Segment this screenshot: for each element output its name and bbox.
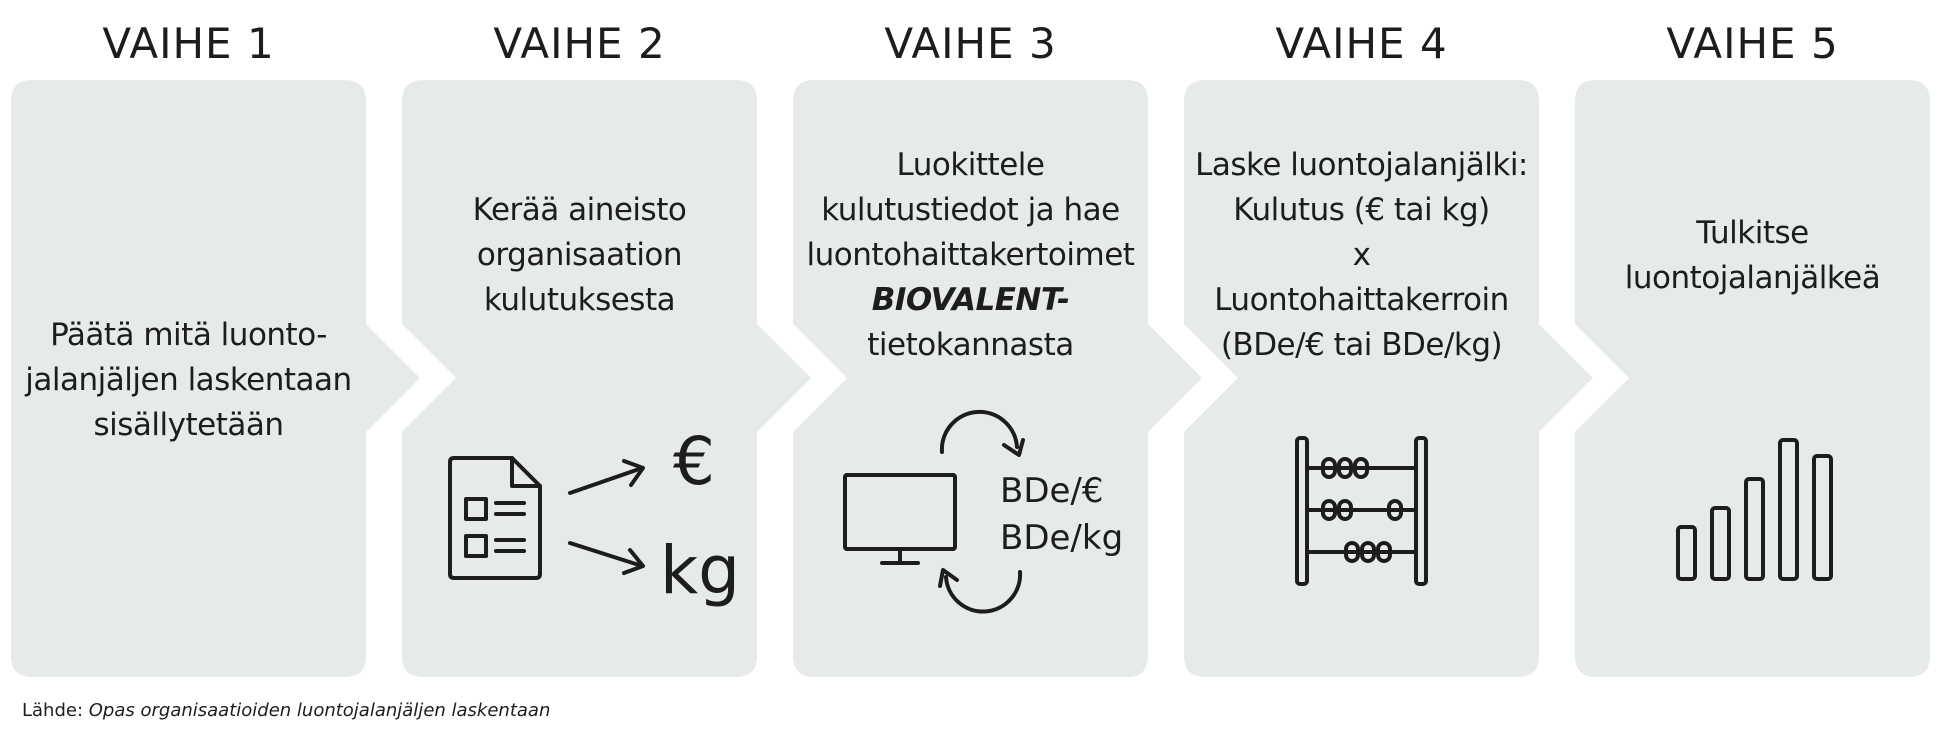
- step-4-description: Laske luontojalanjälki: Kulutus (€ tai k…: [1184, 143, 1539, 368]
- euro-label: €: [673, 423, 715, 500]
- step-2-line: kulutuksesta: [483, 282, 676, 318]
- step-1-line: Päätä mitä luonto-: [50, 317, 327, 353]
- step-5-line: luontojalanjälkeä: [1624, 260, 1881, 296]
- source-note: Lähde: Opas organisaatioiden luontojalan…: [22, 700, 550, 721]
- step-3-database-name: BIOVALENT-: [871, 282, 1070, 318]
- step-3-line: Luokittele: [896, 147, 1045, 183]
- step-3-line: luontohaittakertoimet: [806, 237, 1135, 273]
- step-5-panel: [1575, 80, 1930, 677]
- step-1-panel: [11, 80, 420, 677]
- step-2-title: VAIHE 2: [493, 19, 666, 68]
- step-4-line: Kulutus (€ tai kg): [1233, 192, 1490, 228]
- step-3-panel: [793, 80, 1202, 677]
- bde-eur-label: BDe/€: [1000, 471, 1104, 511]
- step-1-description: Päätä mitä luonto- jalanjäljen laskentaa…: [11, 313, 366, 448]
- step-3-title: VAIHE 3: [884, 19, 1057, 68]
- step-3-line: tietokannasta: [867, 327, 1074, 363]
- step-4-panel: [1184, 80, 1593, 677]
- step-2-panel: [402, 80, 811, 677]
- source-prefix: Lähde:: [22, 700, 89, 721]
- step-4-line: (BDe/€ tai BDe/kg): [1220, 327, 1503, 363]
- step-2-description: Kerää aineisto organisaation kulutuksest…: [402, 188, 757, 323]
- step-4-line: x: [1352, 237, 1371, 273]
- step-1-line: jalanjäljen laskentaan: [25, 362, 352, 398]
- step-1-line: sisällytetään: [93, 407, 284, 443]
- computer-refresh-icon: [843, 409, 1025, 614]
- kg-label: kg: [660, 532, 740, 609]
- bde-kg-label: BDe/kg: [1000, 518, 1123, 558]
- bar-chart-icon: [1676, 438, 1833, 581]
- step-3-description: Luokittele kulutustiedot ja hae luontoha…: [793, 143, 1148, 368]
- step-2-line: Kerää aineisto: [472, 192, 687, 228]
- step-5-description: Tulkitse luontojalanjälkeä: [1575, 211, 1930, 301]
- abacus-icon: [1295, 436, 1428, 586]
- step-2-line: organisaation: [476, 237, 683, 273]
- step-5-title: VAIHE 5: [1666, 19, 1839, 68]
- step-1-title: VAIHE 1: [102, 19, 275, 68]
- document-arrows-icon: [448, 456, 645, 580]
- step-3-line: kulutustiedot ja hae: [821, 192, 1120, 228]
- step-5-line: Tulkitse: [1696, 215, 1809, 251]
- source-title: Opas organisaatioiden luontojalanjäljen …: [88, 700, 551, 721]
- step-4-title: VAIHE 4: [1275, 19, 1448, 68]
- step-4-line: Laske luontojalanjälki:: [1195, 147, 1528, 183]
- step-4-line: Luontohaittakerroin: [1214, 282, 1509, 318]
